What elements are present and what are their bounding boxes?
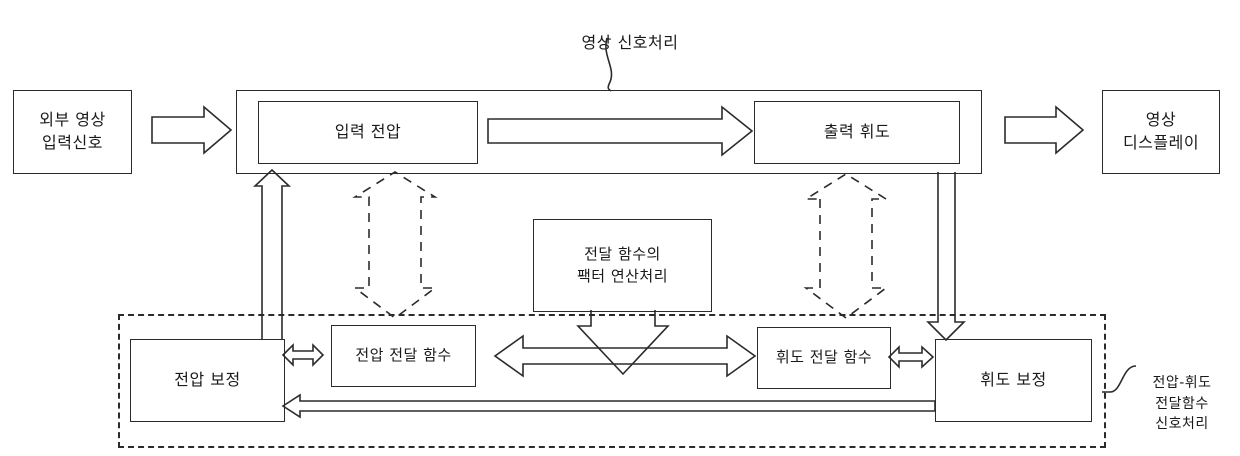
node-output-luminance-label: 출력 휘도 xyxy=(823,122,891,142)
dashed-arrow-output-luminance-bidirectional xyxy=(803,173,889,319)
diagram-title-label: 영상 신호처리 xyxy=(581,33,679,53)
node-factor-calculation-label: 전달 함수의 팩터 연산처리 xyxy=(576,245,669,285)
node-input-voltage: 입력 전압 xyxy=(258,101,478,164)
node-luminance-transfer-function: 휘도 전달 함수 xyxy=(757,327,891,389)
node-voltage-transfer-function-label: 전압 전달 함수 xyxy=(355,346,452,365)
node-voltage-transfer-function: 전압 전달 함수 xyxy=(331,325,476,387)
dashed-arrow-input-voltage-bidirectional xyxy=(352,171,438,319)
node-luminance-correction-label: 휘도 보정 xyxy=(980,370,1047,390)
node-luminance-transfer-function-label: 휘도 전달 함수 xyxy=(775,348,873,367)
node-voltage-correction-label: 전압 보정 xyxy=(174,370,241,390)
node-voltage-correction: 전압 보정 xyxy=(130,339,285,422)
node-display: 영상 디스플레이 xyxy=(1102,90,1220,174)
node-factor-calculation: 전달 함수의 팩터 연산처리 xyxy=(533,219,712,312)
node-external-input-label: 외부 영상 입력신호 xyxy=(39,110,106,152)
node-output-luminance: 출력 휘도 xyxy=(754,101,960,164)
arrow-processing-to-display xyxy=(1004,105,1085,155)
node-display-label: 영상 디스플레이 xyxy=(1122,110,1200,152)
node-luminance-correction: 휘도 보정 xyxy=(935,339,1092,422)
node-external-input: 외부 영상 입력신호 xyxy=(13,90,132,174)
group-callout-label: 전압-휘도 전달함수 신호처리 xyxy=(1152,375,1212,432)
node-input-voltage-label: 입력 전압 xyxy=(334,122,402,142)
arrow-external-to-processing xyxy=(151,105,233,155)
